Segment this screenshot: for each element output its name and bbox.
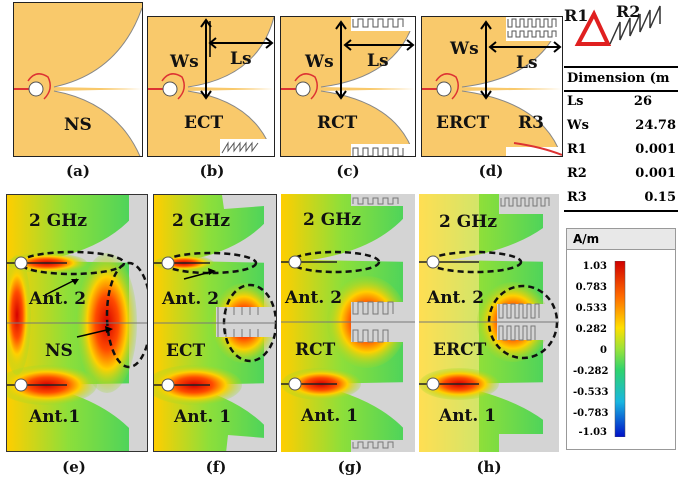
row-value: 0.001 bbox=[635, 166, 676, 181]
colorbar-gradient bbox=[614, 261, 626, 437]
tick-label: 1.03 bbox=[582, 261, 607, 272]
ant1-label: Ant.1 bbox=[29, 407, 81, 427]
ls-label: Ls bbox=[516, 53, 538, 73]
r2-label: R2 bbox=[616, 2, 641, 21]
tick-label: -1.03 bbox=[578, 427, 607, 438]
table-row: Ls 26 bbox=[564, 90, 678, 114]
row-value: 0.001 bbox=[635, 142, 676, 157]
ant1-label: Ant. 1 bbox=[439, 406, 497, 426]
ant2-label: Ant. 2 bbox=[162, 289, 220, 309]
table-row: R3 0.15 bbox=[564, 186, 678, 212]
table-row: R1 0.001 bbox=[564, 138, 678, 162]
caption-e: (e) bbox=[62, 458, 86, 476]
row-key: Ws bbox=[567, 118, 589, 133]
row-key: R3 bbox=[567, 190, 587, 205]
radius-inset: R1 R2 bbox=[564, 0, 678, 60]
row-value: 26 bbox=[633, 94, 652, 109]
freq-label: 2 GHz bbox=[439, 212, 497, 232]
tick-label: 0.282 bbox=[575, 324, 607, 335]
ws-label: Ws bbox=[450, 39, 479, 59]
freq-label: 2 GHz bbox=[303, 210, 361, 230]
row-key: R1 bbox=[567, 142, 587, 157]
r1-label: R1 bbox=[564, 6, 589, 25]
caption-h: (h) bbox=[476, 458, 502, 476]
current-map bbox=[7, 195, 147, 451]
panel-label: RCT bbox=[317, 113, 358, 133]
sawtooth-inset-drawing bbox=[574, 5, 661, 46]
tick-label: -0.783 bbox=[573, 408, 609, 419]
colorbar-unit: A/m bbox=[573, 232, 600, 246]
colorbar-header: A/m bbox=[567, 229, 675, 250]
sim-panel-f-ect: 2 GHz Ant. 2 ECT Ant. 1 bbox=[153, 194, 277, 452]
dimension-arrows bbox=[480, 20, 562, 100]
sim-panel-e-ns: 2 GHz Ant. 2 NS Ant.1 bbox=[6, 194, 148, 452]
ant2-label: Ant. 2 bbox=[427, 288, 485, 308]
panel-label: ERCT bbox=[436, 113, 490, 133]
panel-b-ect: Ws Ls ECT bbox=[147, 16, 275, 157]
ant1-label: Ant. 1 bbox=[174, 407, 232, 427]
freq-label: 2 GHz bbox=[172, 211, 230, 231]
caption-c: (c) bbox=[336, 162, 360, 180]
ant2-label: Ant. 2 bbox=[29, 289, 87, 309]
design-label: RCT bbox=[295, 340, 336, 360]
row-key: R2 bbox=[567, 166, 587, 181]
dimension-arrows bbox=[200, 18, 274, 100]
current-map bbox=[419, 194, 559, 452]
slot-shape bbox=[422, 17, 562, 156]
tick-label: -0.533 bbox=[573, 387, 609, 398]
current-map bbox=[154, 195, 276, 451]
table-row: R2 0.001 bbox=[564, 162, 678, 186]
row-key: Ls bbox=[567, 94, 584, 109]
ant2-label: Ant. 2 bbox=[285, 288, 343, 308]
tick-label: 0.783 bbox=[575, 282, 607, 293]
slot-shape bbox=[14, 7, 142, 156]
caption-f: (f) bbox=[205, 458, 227, 476]
caption-a: (a) bbox=[66, 162, 90, 180]
panel-label: ECT bbox=[184, 113, 224, 133]
tick-label: 0 bbox=[600, 345, 607, 356]
freq-label: 2 GHz bbox=[29, 211, 87, 231]
row-value: 24.78 bbox=[635, 118, 676, 133]
design-label: ERCT bbox=[433, 340, 487, 360]
caption-b: (b) bbox=[199, 162, 225, 180]
colorbar: A/m 1.03 0.783 0.533 0.282 0 -0.282 -0.5… bbox=[566, 228, 676, 450]
panel-label: NS bbox=[64, 115, 92, 135]
table-row: Ws 24.78 bbox=[564, 114, 678, 138]
panel-c-rct: Ws Ls RCT bbox=[280, 16, 416, 157]
header-text: Dimension (m bbox=[567, 71, 670, 86]
panel-d-erct: Ws Ls ERCT R3 bbox=[421, 16, 563, 157]
design-label: ECT bbox=[166, 341, 206, 361]
row-value: 0.15 bbox=[644, 190, 676, 205]
sim-panel-h-erct: 2 GHz Ant. 2 ERCT Ant. 1 bbox=[419, 194, 559, 452]
ws-label: Ws bbox=[170, 52, 199, 72]
caption-d: (d) bbox=[478, 162, 504, 180]
ls-label: Ls bbox=[367, 51, 389, 71]
table-header: Dimension (m bbox=[564, 66, 678, 92]
panel-a-ns: NS bbox=[13, 2, 143, 157]
current-map bbox=[281, 194, 415, 452]
tick-label: -0.282 bbox=[573, 366, 609, 377]
dimension-arrows bbox=[335, 20, 415, 100]
ls-label: Ls bbox=[230, 49, 252, 69]
sim-panel-g-rct: 2 GHz Ant. 2 RCT Ant. 1 bbox=[281, 194, 415, 452]
ant1-label: Ant. 1 bbox=[301, 406, 359, 426]
tick-label: 0.533 bbox=[575, 303, 607, 314]
slot-shape bbox=[281, 17, 415, 156]
design-label: NS bbox=[45, 341, 73, 361]
caption-g: (g) bbox=[337, 458, 363, 476]
r3-label: R3 bbox=[518, 113, 544, 133]
ws-label: Ws bbox=[305, 52, 334, 72]
